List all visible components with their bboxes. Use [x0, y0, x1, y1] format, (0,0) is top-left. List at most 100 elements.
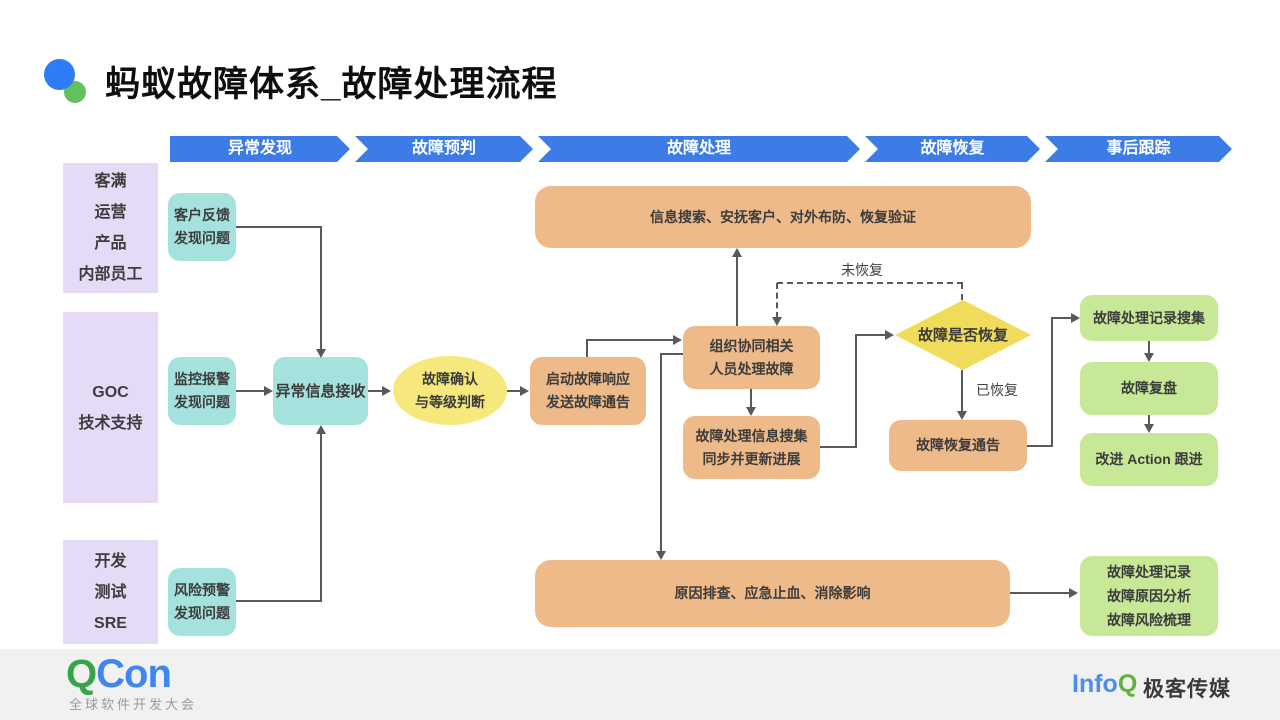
node-recover-decision: 故障是否恢复: [895, 300, 1031, 370]
role-line: SRE: [94, 614, 127, 632]
node-info-banner: 信息搜索、安抚客户、对外布防、恢复验证: [535, 186, 1031, 248]
stage-label: 事后跟踪: [1106, 140, 1171, 157]
node-line: 异常信息接收: [275, 382, 366, 400]
title-green-dot-icon: [64, 81, 86, 103]
connector: [320, 226, 322, 349]
connector: [586, 339, 674, 341]
arrowhead: [885, 330, 894, 340]
node-line: 发送故障通告: [546, 394, 630, 410]
role-line: 技术支持: [78, 414, 143, 432]
connector: [1027, 445, 1053, 447]
stage-fault-handling: 故障处理: [538, 136, 860, 162]
connector-dashed: [776, 283, 778, 318]
infoq-subtitle: 极客传媒: [1143, 678, 1231, 701]
infoq-logo-q: Q: [1117, 670, 1138, 698]
connector: [1051, 317, 1072, 319]
node-line: 故障风险梳理: [1107, 612, 1191, 628]
node-line: 故障处理信息搜集: [695, 427, 808, 444]
connector: [507, 390, 521, 392]
connector: [736, 256, 738, 326]
node-line: 故障确认: [422, 370, 478, 387]
stage-label: 故障预判: [411, 140, 476, 157]
arrowhead: [772, 317, 782, 326]
stage-label: 故障恢复: [920, 140, 985, 157]
qcon-subtitle: 全球软件开发大会: [69, 697, 198, 712]
node-line: 发现问题: [174, 230, 230, 246]
arrowhead: [732, 248, 742, 257]
connector: [750, 389, 752, 408]
connector: [1148, 341, 1150, 354]
node-root-cause-banner: 原因排查、应急止血、消除影响: [535, 560, 1010, 627]
edge-label-recovered: 已恢复: [973, 380, 1021, 400]
arrowhead: [316, 425, 326, 434]
role-line: 运营: [94, 204, 127, 221]
connector: [236, 226, 322, 228]
node-line: 风险预警: [174, 582, 230, 598]
arrowhead: [656, 551, 666, 560]
node-line: 故障原因分析: [1107, 588, 1191, 604]
footer-band: [0, 649, 1280, 720]
page-title: 蚂蚁故障体系_故障处理流程: [105, 65, 558, 104]
connector: [855, 334, 857, 448]
node-line: 组织协同相关: [709, 337, 794, 354]
role-line: 开发: [94, 552, 127, 570]
node-line: 同步并更新进展: [702, 450, 801, 467]
role-line: 产品: [94, 235, 127, 252]
node-line: 故障处理记录搜集: [1093, 309, 1205, 326]
node-line: 故障是否恢复: [917, 326, 1008, 344]
role-lane-goc: GOC 技术支持: [63, 312, 158, 503]
arrowhead: [520, 386, 529, 396]
connector: [368, 390, 383, 392]
node-line: 发现问题: [174, 394, 230, 410]
node-line: 人员处理故障: [709, 360, 794, 377]
node-summary: 故障处理记录 故障原因分析 故障风险梳理: [1080, 556, 1218, 636]
connector: [961, 370, 963, 412]
node-customer-feedback: 客户反馈 发现问题: [168, 193, 236, 261]
arrowhead: [1144, 353, 1154, 362]
stage-label: 异常发现: [227, 140, 292, 157]
qcon-logo-q: Q: [66, 652, 97, 696]
connector: [660, 353, 683, 355]
connector: [820, 446, 857, 448]
connector: [660, 353, 662, 551]
arrowhead: [382, 386, 391, 396]
node-line: 原因排查、应急止血、消除影响: [674, 585, 871, 601]
arrowhead: [1069, 588, 1078, 598]
node-collect-progress: 故障处理信息搜集 同步并更新进展: [683, 416, 820, 479]
connector: [586, 340, 588, 357]
node-line: 启动故障响应: [546, 371, 630, 387]
arrowhead: [1071, 313, 1080, 323]
arrowhead: [673, 335, 682, 345]
stage-abnormal-discovery: 异常发现: [170, 136, 350, 162]
stage-fault-recovery: 故障恢复: [865, 136, 1040, 162]
role-line: 客满: [94, 173, 127, 190]
connector: [855, 334, 886, 336]
node-review: 故障复盘: [1080, 362, 1218, 415]
arrowhead: [746, 407, 756, 416]
node-line: 故障复盘: [1121, 380, 1177, 396]
role-lane-business: 客满 运营 产品 内部员工: [63, 163, 158, 293]
qcon-logo-con: Con: [96, 652, 172, 696]
stage-followup: 事后跟踪: [1045, 136, 1232, 162]
stage-fault-prediction: 故障预判: [355, 136, 533, 162]
edge-label-not-recovered: 未恢复: [838, 260, 886, 280]
node-line: 客户反馈: [174, 207, 230, 223]
infoq-logo: InfoQ: [1072, 670, 1137, 699]
node-line: 改进 Action 跟进: [1095, 451, 1203, 467]
infoq-logo-info: Info: [1072, 670, 1118, 698]
connector: [236, 390, 264, 392]
connector: [320, 434, 322, 602]
title-blue-dot-icon: [44, 59, 75, 90]
node-record-collect: 故障处理记录搜集: [1080, 295, 1218, 341]
node-line: 信息搜索、安抚客户、对外布防、恢复验证: [650, 208, 916, 225]
node-monitor-alarm: 监控报警 发现问题: [168, 357, 236, 425]
role-lane-dev: 开发 测试 SRE: [63, 540, 158, 644]
connector: [1010, 592, 1070, 594]
connector: [236, 600, 322, 602]
role-line: GOC: [92, 383, 129, 401]
node-line: 故障处理记录: [1107, 564, 1191, 580]
arrowhead: [264, 386, 273, 396]
node-line: 监控报警: [174, 371, 230, 387]
connector: [1148, 415, 1150, 425]
